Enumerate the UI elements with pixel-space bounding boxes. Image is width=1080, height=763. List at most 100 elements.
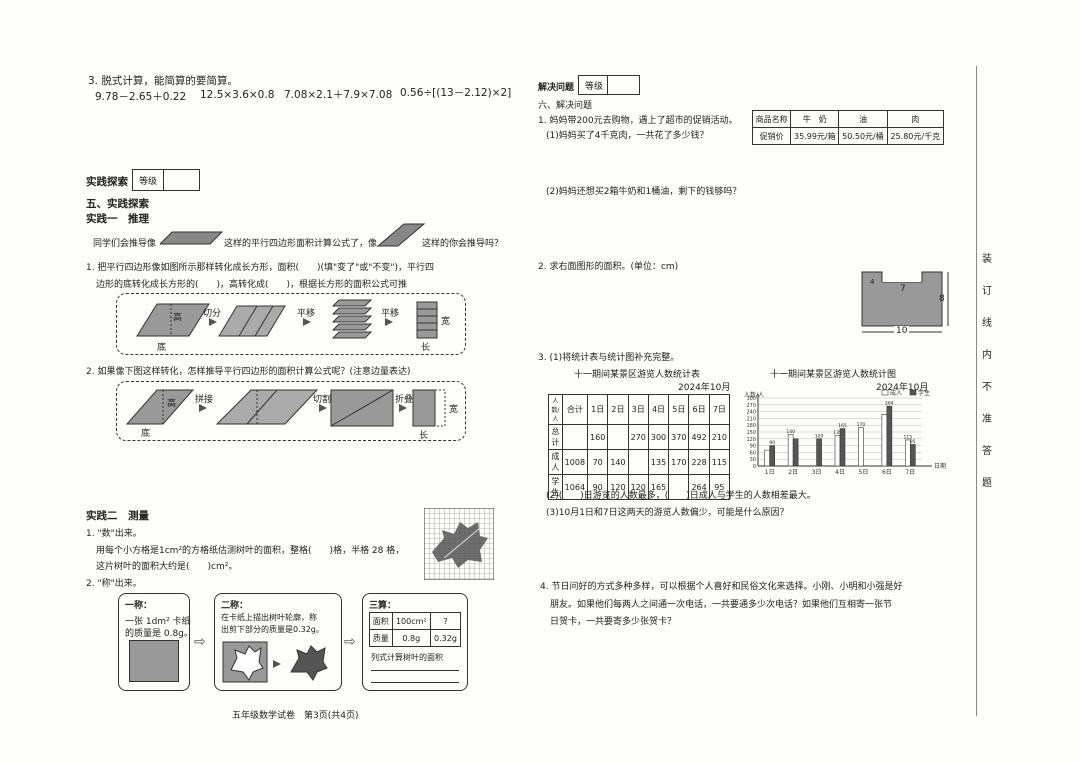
step2-title: 二称： [221, 601, 249, 611]
section-title-5: 五、实践探索 [86, 198, 149, 210]
y-tick-label: 180 [746, 423, 756, 429]
practice2-title: 实践二 测量 [86, 510, 149, 522]
y-tick-label: 210 [746, 416, 756, 422]
grade-box-practice[interactable]: 等级 [132, 169, 200, 191]
page-footer: 五年级数学试卷 第3页(共4页) [232, 711, 359, 721]
q1-line2: 边形的底转化成长方形的( )，高转化成( )，根据长方形的面积公式可推 [96, 280, 408, 290]
fig1-base-label: 底 [157, 343, 167, 353]
data-label: 264 [885, 401, 894, 407]
step1-box: 一称： 一张 1dm² 卡纸 的质量是 0.8g。 [118, 593, 193, 691]
bar-adult [834, 435, 841, 467]
table-header: 合计 [561, 394, 589, 425]
area-figure-drawing [861, 271, 949, 333]
y-tick-label: 120 [746, 437, 756, 443]
step1-text1: 一张 1dm² 卡纸 [125, 617, 191, 627]
fig1-length-label: 长 [421, 343, 431, 353]
chart-subtitle: 2024年10月 [876, 383, 929, 393]
area-figure: 7 4 8 10 [856, 268, 952, 340]
margin-char: 订 [982, 286, 994, 297]
table-cell: 商品名称 [751, 110, 792, 128]
legend-label: 学生 [918, 389, 930, 397]
table-header: 1日 [587, 394, 609, 425]
y-tick-label: 0 [753, 464, 756, 470]
q3-expr-4: 0.56÷[(13－2.12)×2] [400, 87, 512, 99]
table-cell: 100cm² [391, 612, 431, 630]
table-cell[interactable] [627, 449, 649, 475]
q3-title: 3. 脱式计算，能简算的要简算。 [88, 75, 238, 87]
step2-box: 二称： 在卡纸上描出树叶轮廓，称 出剪下部分的质量是0.32g。 [214, 593, 342, 691]
table-header: 2日 [607, 394, 629, 425]
answer-line[interactable] [371, 670, 459, 671]
m1-line1: 用每个小方格是1cm²的方格纸估测树叶的面积，整格( )格，半格 28 格， [96, 546, 405, 556]
fig2-height-label: 高 [167, 399, 177, 409]
m1-line2: 这片树叶的面积大约是( )cm²。 [96, 562, 238, 572]
leaf-cutout-drawing [222, 641, 328, 683]
practice1-intro-a: 同学们会推导像 [93, 239, 157, 249]
fig1-cut-label: 切分 [203, 309, 222, 319]
margin-char: 不 [982, 382, 994, 393]
data-label: 135 [833, 430, 842, 436]
table-cell: 0.8g [391, 629, 431, 647]
y-tick-label: 60 [750, 450, 756, 456]
grade-label: 等级 [139, 177, 158, 187]
p3-line: 3. (1)将统计表与统计图补充完整。 [538, 353, 680, 363]
table-cell[interactable] [561, 424, 589, 450]
bar-student [816, 438, 822, 467]
p4-line2: 朋友。如果他们每两人之间通一次电话，一共要通多少次电话？如果他们互相寄一张节 [550, 600, 893, 610]
step1-title: 一称： [125, 601, 153, 611]
table-cell: 170 [668, 449, 690, 475]
y-tick-label: 240 [746, 410, 756, 416]
practice1-intro-c: 这样的你会推导吗？ [422, 239, 504, 249]
x-tick-label: 2日 [788, 469, 798, 476]
data-label: 90 [769, 440, 775, 446]
section-label-practice: 实践探索 [86, 176, 128, 188]
table-cell: 492 [688, 424, 710, 450]
fig2-width-label: 宽 [449, 405, 459, 415]
table-corner: 人数/人 [548, 394, 563, 425]
table-cell: 90 [587, 474, 609, 500]
table-cell[interactable] [607, 424, 629, 450]
bar-adult [881, 414, 888, 467]
fig2-cut-label: 切割 [313, 395, 332, 405]
table-cell: 35.99元/箱 [790, 127, 840, 145]
fig2-length-label: 长 [419, 431, 429, 441]
table-cell: 1008 [561, 449, 589, 475]
step2-text1: 在卡纸上描出树叶轮廓，称 [221, 613, 317, 622]
x-tick-label: 6日 [882, 469, 892, 476]
table-cell: 270 [627, 424, 649, 450]
table-cell: 25.80元/千克 [886, 127, 945, 145]
step3-box: 三算： 面积 100cm² ? 质量 0.8g 0.32g 列式计算树叶的面积 [362, 593, 468, 691]
bar-adult [787, 433, 794, 467]
bar-student [886, 405, 893, 467]
data-label: 120 [815, 433, 824, 439]
table-header: 7日 [708, 394, 731, 425]
q3-expr-3: 7.08×2.1＋7.9×7.08 [284, 89, 393, 101]
data-label: 165 [838, 423, 847, 429]
table-cell: 300 [647, 424, 670, 450]
table-cell: 50.50元/桶 [838, 127, 888, 145]
grade-box-solve[interactable]: 等级 [578, 75, 640, 95]
practice1-title: 实践一 推理 [86, 213, 149, 225]
data-label: 115 [903, 434, 912, 440]
section-title-6: 六、解决问题 [538, 101, 593, 111]
margin-char: 答 [982, 446, 994, 457]
fig1-move-label: 平移 [297, 309, 316, 319]
table-cell: 促销价 [751, 127, 792, 145]
q1-line1: 1. 把平行四边形像如图所示那样转化成长方形，面积( )(填"变了"或"不变")… [86, 263, 435, 273]
table-cell: 135 [647, 449, 670, 475]
legend-label: 成人 [890, 389, 902, 397]
margin-char: 装 [982, 254, 994, 265]
fig2-extend-label: 拼接 [195, 395, 214, 405]
step2-text2: 出剪下部分的质量是0.32g。 [221, 625, 324, 634]
answer-line[interactable] [371, 682, 459, 683]
table-header: 5日 [668, 394, 690, 425]
y-tick-label: 270 [746, 403, 756, 409]
step3-note: 列式计算树叶的面积 [371, 653, 443, 662]
q3-expr-1: 9.78－2.65＋0.22 [95, 91, 187, 103]
table-cell: ? [429, 612, 462, 630]
table-cell: 牛 奶 [790, 110, 840, 128]
table-cell: 肉 [886, 110, 945, 128]
